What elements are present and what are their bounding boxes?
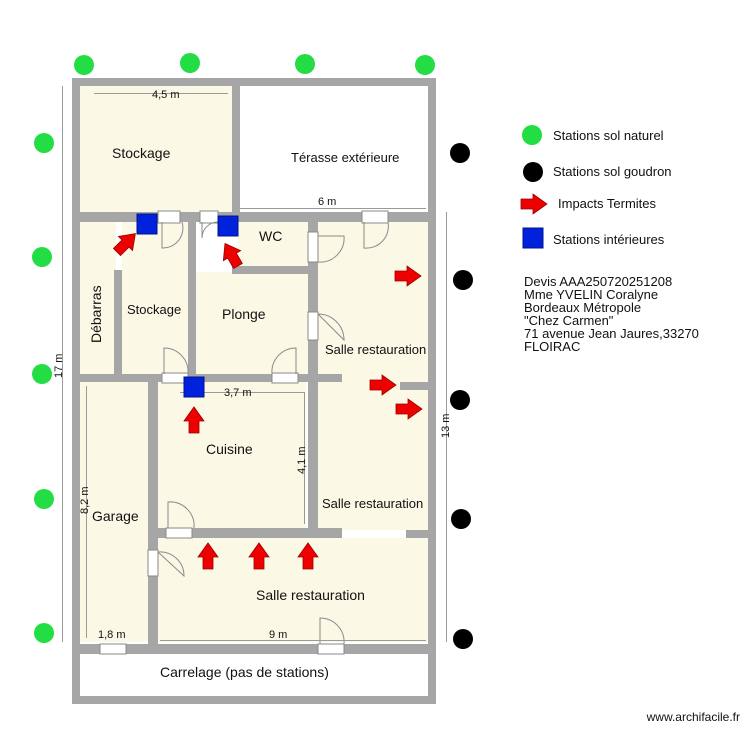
info-line: Mme YVELIN Coralyne (524, 287, 659, 302)
station-natural-icon (180, 53, 200, 73)
station-natural-icon (74, 55, 94, 75)
info-line: 71 avenue Jean Jaures,33270 (524, 326, 699, 341)
label-terrasse: Térasse extérieure (291, 150, 400, 165)
info-line: Devis AAA250720251208 (524, 274, 673, 289)
label-salle-bottom: Salle restauration (256, 587, 365, 603)
legend-interior-label: Stations intérieures (553, 232, 665, 247)
wall-stockage-plonge (188, 212, 196, 380)
wall-right (428, 212, 436, 654)
station-natural-icon (295, 54, 315, 74)
station-natural-icon (34, 623, 54, 643)
room-garage (80, 382, 148, 642)
label-carrelage: Carrelage (pas de stations) (160, 664, 329, 680)
dimline-kitchen-v (304, 392, 305, 524)
termite-arrow-icon (297, 542, 319, 570)
wall-left (72, 78, 80, 704)
station-goudron-icon (450, 390, 470, 410)
label-garage: Garage (92, 508, 139, 524)
station-goudron-icon (453, 629, 473, 649)
info-line: "Chez Carmen" (524, 313, 614, 328)
station-natural-icon (32, 247, 52, 267)
dim-bottom-width: 9 m (269, 629, 288, 641)
info-line: Bordeaux Métropole (524, 300, 642, 315)
dimline-left (62, 86, 63, 642)
legend-interior-icon (522, 227, 544, 249)
dimline-terrace (240, 208, 426, 209)
dimline-garage-v (86, 386, 87, 638)
wall-wc-bottom (232, 266, 316, 274)
wall-horizontal-2 (72, 374, 342, 382)
station-interior-icon (136, 213, 158, 235)
station-natural-icon (415, 55, 435, 75)
legend-termite-icon (520, 193, 548, 215)
wall-carrelage-right (428, 654, 436, 704)
wall-top (72, 78, 240, 86)
wall-salle-stub-2 (406, 530, 436, 538)
room-stockage-top (80, 86, 232, 212)
termite-arrow-icon (394, 265, 422, 287)
room-plonge (196, 272, 308, 376)
dimline-right (446, 212, 447, 642)
dimline-top (94, 93, 228, 94)
credit-link[interactable]: www.archifacile.fr (646, 710, 740, 724)
project-info: Devis AAA250720251208 Mme YVELIN Coralyn… (524, 275, 699, 353)
legend-natural-icon (522, 125, 542, 145)
wall-horizontal-1 (72, 212, 436, 222)
label-plonge: Plonge (222, 306, 266, 322)
wall-top-terrace (240, 78, 436, 86)
label-stockage-mid: Stockage (127, 302, 182, 317)
legend-goudron-label: Stations sol goudron (553, 164, 672, 179)
dim-garage-width: 1,8 m (98, 629, 126, 641)
termite-arrow-icon (215, 238, 248, 272)
station-interior-icon (217, 215, 239, 237)
legend-termite-label: Impacts Termites (558, 196, 657, 211)
info-line: FLOIRAC (524, 339, 581, 354)
legend-goudron-icon (523, 162, 543, 182)
termite-arrow-icon (248, 542, 270, 570)
termite-arrow-icon (197, 542, 219, 570)
label-wc: WC (259, 228, 283, 244)
label-salle-right-mid: Salle restauration (322, 496, 424, 511)
station-goudron-icon (453, 270, 473, 290)
termite-arrow-icon (183, 406, 205, 434)
dimline-kitchen-h (180, 392, 304, 393)
label-stockage-top: Stockage (112, 145, 171, 161)
wall-bottom (72, 644, 436, 654)
label-salle-right-top: Salle restauration (325, 342, 427, 357)
legend-natural-label: Stations sol naturel (553, 128, 664, 143)
room-debarras (80, 222, 116, 376)
station-natural-icon (32, 364, 52, 384)
label-cuisine: Cuisine (206, 441, 253, 457)
dim-kitchen-width: 3,7 m (224, 387, 252, 399)
wall-right-terrace (428, 78, 436, 212)
dim-top-width: 4,5 m (152, 89, 180, 101)
wall-salle-stub (400, 382, 436, 390)
station-goudron-icon (451, 509, 471, 529)
wall-cuisine-bottom (148, 528, 342, 538)
termite-arrow-icon (369, 374, 397, 396)
dimline-bottom (160, 640, 426, 641)
station-natural-icon (34, 489, 54, 509)
room-wc (238, 222, 308, 266)
room-cuisine (158, 382, 306, 528)
station-natural-icon (34, 133, 54, 153)
dim-terrace-width: 6 m (318, 196, 337, 208)
termite-arrow-icon (395, 398, 423, 420)
station-interior-icon (183, 376, 205, 398)
wall-debarras (114, 270, 122, 376)
station-goudron-icon (450, 143, 470, 163)
wall-garage-cuisine (148, 382, 158, 654)
wall-mid-stockage (232, 78, 240, 222)
wall-carrelage-bottom (72, 696, 436, 704)
